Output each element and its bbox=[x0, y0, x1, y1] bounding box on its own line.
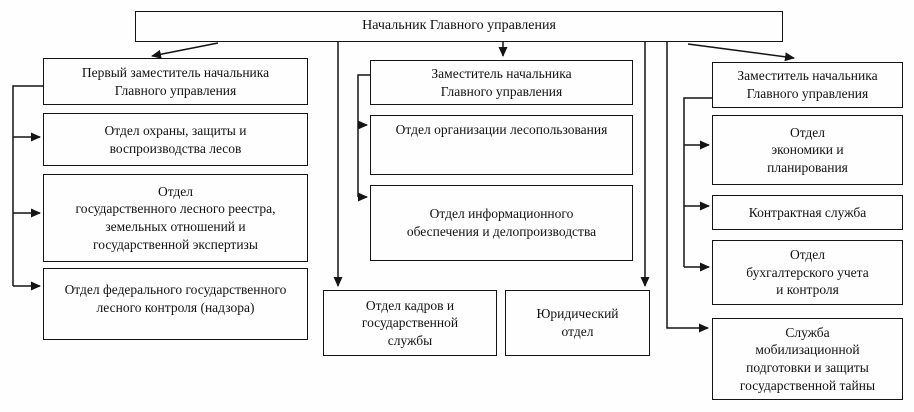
org-box-forest-use-dept: Отдел организации лесопользования bbox=[370, 115, 633, 175]
org-box-forest-protection-dept: Отдел охраны, защиты и воспроизводства л… bbox=[43, 113, 308, 166]
org-box-mobilization-service: Служба мобилизационной подготовки и защи… bbox=[712, 318, 903, 400]
org-box-hr-dept: Отдел кадров и государственной службы bbox=[323, 290, 497, 356]
connector-chief-to-right-deputy bbox=[687, 43, 795, 62]
connector-right-bracket bbox=[683, 97, 712, 267]
org-box-federal-control-dept: Отдел федерального государственного лесн… bbox=[43, 268, 308, 340]
org-box-information-dept: Отдел информационного обеспечения и дело… bbox=[370, 185, 633, 261]
org-box-legal-dept: Юридический отдел bbox=[505, 290, 650, 356]
org-box-middle-deputy: Заместитель начальника Главного управлен… bbox=[370, 60, 633, 105]
connector-chief-to-mobilization bbox=[666, 42, 709, 333]
org-box-forest-registry-dept: Отдел государственного лесного реестра, … bbox=[43, 174, 308, 262]
org-box-economics-dept: Отдел экономики и планирования bbox=[712, 115, 903, 185]
org-box-first-deputy: Первый заместитель начальника Главного у… bbox=[43, 58, 308, 105]
connector-middle-bracket bbox=[357, 74, 370, 197]
org-box-right-deputy: Заместитель начальника Главного управлен… bbox=[712, 62, 903, 108]
org-box-accounting-dept: Отдел бухгалтерского учета и контроля bbox=[712, 240, 903, 305]
connector-left-bracket bbox=[12, 85, 43, 286]
org-box-contract-service: Контрактная служба bbox=[712, 195, 903, 230]
connector-chief-to-first-deputy bbox=[151, 42, 219, 59]
org-box-chief: Начальник Главного управления bbox=[135, 11, 783, 42]
